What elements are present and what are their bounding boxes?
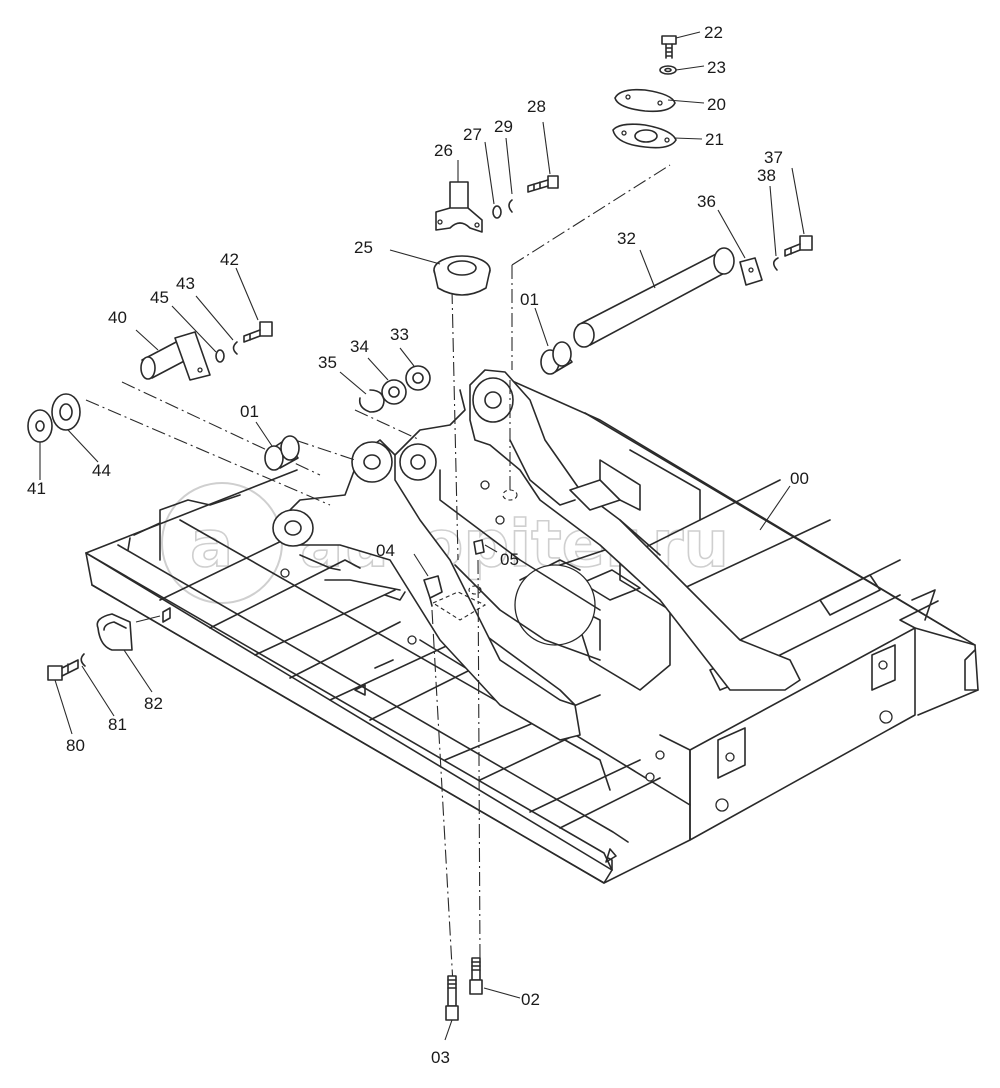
main-frame <box>85 379 979 884</box>
callout-36: 36 <box>697 192 716 211</box>
callout-28: 28 <box>527 97 546 116</box>
callout-43: 43 <box>176 274 195 293</box>
callout-32: 32 <box>617 229 636 248</box>
callout-25: 25 <box>354 238 373 257</box>
callout-44: 44 <box>92 461 111 480</box>
callout-81: 81 <box>108 715 127 734</box>
callout-20: 20 <box>707 95 726 114</box>
callout-42: 42 <box>220 250 239 269</box>
callout-35: 35 <box>318 353 337 372</box>
callout-22: 22 <box>704 23 723 42</box>
callout-05: 05 <box>500 550 519 569</box>
callout-80: 80 <box>66 736 85 755</box>
callout-21: 21 <box>705 130 724 149</box>
callout-41: 41 <box>27 479 46 498</box>
callout-00: 00 <box>790 469 809 488</box>
small-parts <box>27 35 813 1021</box>
leader-lines <box>39 31 805 1041</box>
callout-labels: 22 23 20 21 26 27 29 28 25 32 36 38 37 0… <box>27 23 809 1067</box>
callout-40: 40 <box>108 308 127 327</box>
callout-02: 02 <box>521 990 540 1009</box>
callout-37: 37 <box>764 148 783 167</box>
callout-29: 29 <box>494 117 513 136</box>
callout-26: 26 <box>434 141 453 160</box>
callout-27: 27 <box>463 125 482 144</box>
callout-23: 23 <box>707 58 726 77</box>
callout-38: 38 <box>757 166 776 185</box>
callout-04: 04 <box>376 541 395 560</box>
callout-01-left: 01 <box>240 402 259 421</box>
watermark-logo-letter: a <box>190 508 233 582</box>
callout-34: 34 <box>350 337 369 356</box>
callout-45: 45 <box>150 288 169 307</box>
swing-bearing-ring <box>514 564 596 646</box>
center-lines <box>85 164 671 1021</box>
callout-03: 03 <box>431 1048 450 1067</box>
callout-82: 82 <box>144 694 163 713</box>
callout-01-right: 01 <box>520 290 539 309</box>
callout-33: 33 <box>390 325 409 344</box>
